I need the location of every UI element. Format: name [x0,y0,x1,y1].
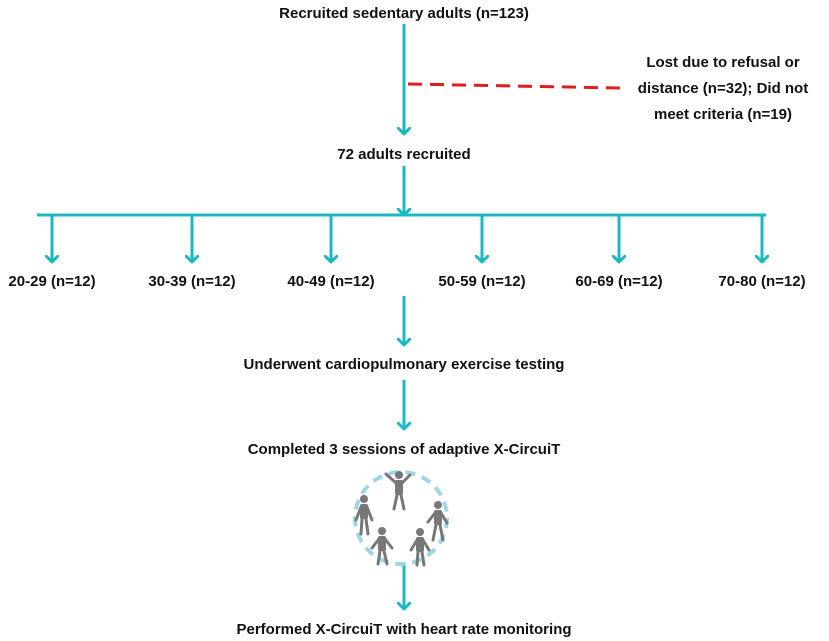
age-group-30-39: 30-39 (n=12) [148,273,236,290]
circuit-ring [353,470,449,566]
exclusion-note: Lost due to refusal or distance (n=32); … [612,50,829,128]
exercise-figure-right [426,501,449,542]
exercise-figure-top [384,471,412,511]
age-group-70-80: 70-80 (n=12) [718,273,806,290]
exclusion-note-line-1: Lost due to refusal or [646,54,800,71]
exclusion-note-line-2: distance (n=32); Did not [637,80,809,97]
age-branches [37,213,766,262]
cpet-node: Underwent cardiopulmonary exercise testi… [243,356,565,373]
exercise-figure-left [354,495,374,536]
exercise-circuit-illustration [353,470,449,567]
age-group-60-69: 60-69 (n=12) [575,273,663,290]
adults-recruited-node: 72 adults recruited [337,146,471,163]
final-node: Performed X-CircuiT with heart rate moni… [236,621,572,638]
exercise-figure-bottom-right [409,528,431,567]
age-group-20-29: 20-29 (n=12) [8,273,96,290]
exercise-figure-bottom-left [370,527,394,566]
sessions-node: Completed 3 sessions of adaptive X-Circu… [247,441,561,458]
exclusion-note-line-3: meet criteria (n=19) [654,106,792,123]
age-group-40-49: 40-49 (n=12) [287,273,375,290]
recruited-sedentary-node: Recruited sedentary adults (n=123) [279,5,529,22]
age-group-50-59: 50-59 (n=12) [438,273,526,290]
exclusion-dashed-line [407,82,621,90]
